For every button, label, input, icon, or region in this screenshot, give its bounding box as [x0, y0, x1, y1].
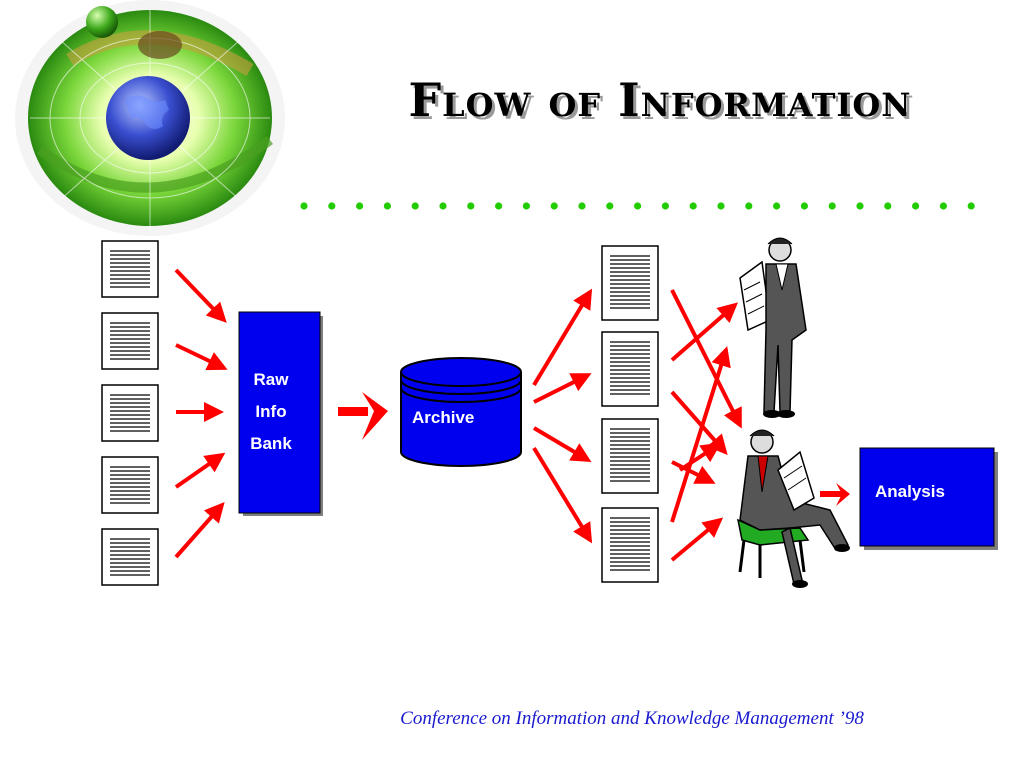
divider-dot [522, 202, 530, 210]
divider-dot [800, 202, 808, 210]
analysis-box [859, 447, 995, 547]
source-document-3 [101, 384, 159, 442]
divider-dot [356, 202, 364, 210]
divider-dot [411, 202, 419, 210]
arrows-to-raw-info-bank [174, 268, 228, 559]
raw-label-line-3: Bank [250, 434, 292, 453]
source-document-4 [101, 456, 159, 514]
divider-dot [912, 202, 920, 210]
divider-dot [745, 202, 753, 210]
logo-globe-icon [15, 0, 285, 236]
divider-dot [661, 202, 669, 210]
divider-dot [634, 202, 642, 210]
divider-dot [967, 202, 975, 210]
divider-dot [856, 202, 864, 210]
arrows-to-readers [670, 289, 742, 562]
analysis-label: Analysis [875, 482, 945, 501]
standing-reader-figure [739, 237, 807, 418]
archive-document-4 [601, 507, 659, 583]
archive-document-3 [601, 418, 659, 494]
divider-dot [773, 202, 781, 210]
divider-dot [578, 202, 586, 210]
seated-reader-figure [736, 429, 850, 588]
divider-dot [300, 202, 308, 210]
divider-dot [884, 202, 892, 210]
divider-dot [717, 202, 725, 210]
archive-label: Archive [412, 408, 475, 427]
page-title: Flow of Information [408, 73, 912, 127]
raw-label-line-1: Raw [253, 370, 289, 389]
dotted-divider [300, 202, 975, 210]
source-document-5 [101, 528, 159, 586]
archive-document-2 [601, 331, 659, 407]
footer-text: Conference on Information and Knowledge … [400, 708, 864, 729]
divider-dot [467, 202, 475, 210]
raw-info-bank-box [238, 311, 321, 514]
archive-cylinder [400, 357, 522, 467]
archive-document-1 [601, 245, 659, 321]
divider-dot [550, 202, 558, 210]
source-document-2 [101, 312, 159, 370]
arrows-from-archive [532, 288, 593, 544]
arrow-to-archive [338, 392, 388, 440]
divider-dot [939, 202, 948, 210]
divider-dot [495, 202, 503, 210]
divider-dot [828, 202, 836, 210]
divider-dot [689, 202, 697, 210]
footer-citation: Conference on Information and Knowledge … [0, 708, 1024, 730]
raw-info-bank-label: Raw Info Bank [239, 364, 303, 460]
divider-dot [439, 202, 447, 210]
divider-dot [383, 202, 391, 210]
raw-label-line-2: Info [255, 402, 287, 421]
divider-dot [328, 202, 336, 210]
arrow-to-analysis [820, 483, 850, 506]
source-document-1 [101, 240, 159, 298]
divider-dot [606, 202, 614, 210]
